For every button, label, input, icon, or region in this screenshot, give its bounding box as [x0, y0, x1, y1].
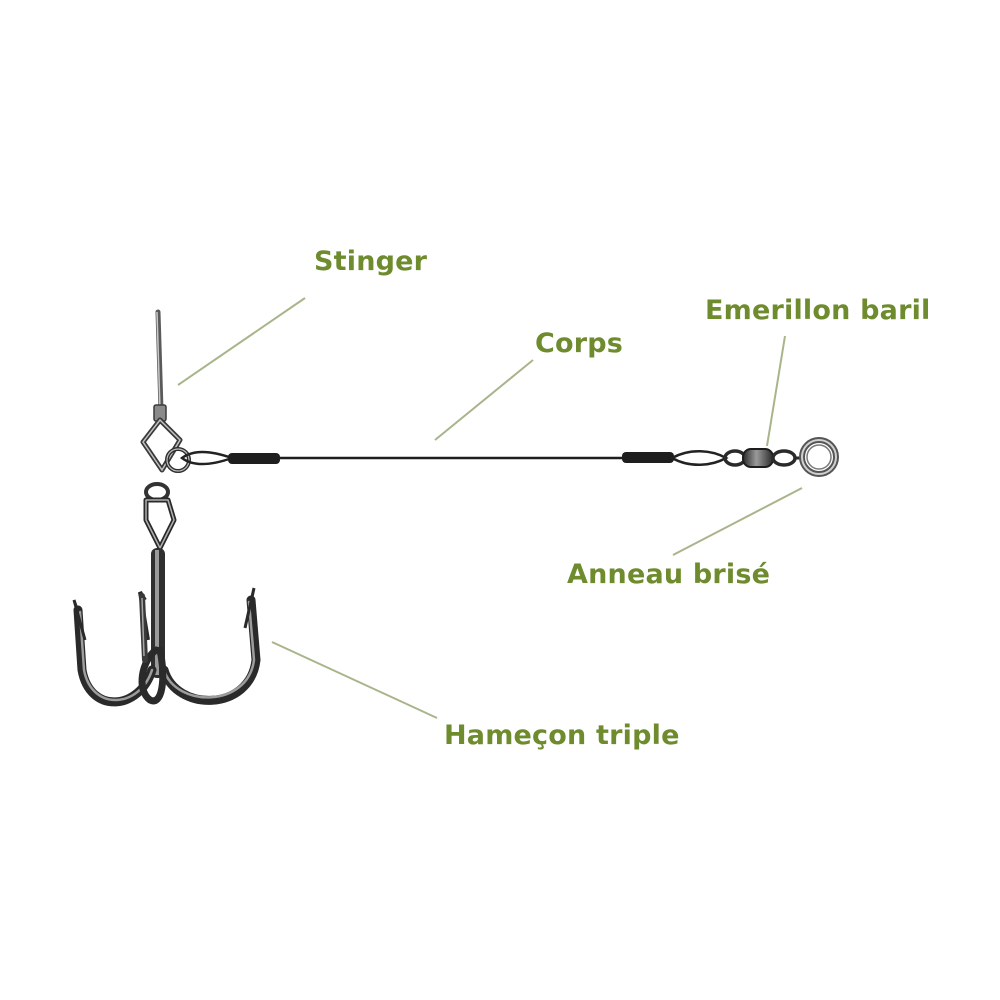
leader-line-hamecon-triple: [271, 641, 438, 719]
stinger-swivel: [140, 417, 191, 473]
treble-hook: [72, 482, 261, 707]
leader-lines: [177, 297, 803, 719]
leader-line-stinger: [177, 297, 306, 386]
label-anneau-brise: Anneau brisé: [567, 559, 771, 590]
label-emerillon-baril: Emerillon baril: [705, 295, 931, 326]
stinger-needle: [153, 309, 167, 422]
label-corps: Corps: [535, 328, 624, 359]
wire-body: [179, 450, 729, 466]
label-stinger: Stinger: [314, 246, 428, 277]
leader-line-corps: [434, 359, 534, 441]
leader-line-anneau-brise: [672, 487, 803, 556]
barrel-swivel: [723, 448, 803, 468]
leader-line-emerillon-baril: [766, 335, 786, 447]
split-ring: [799, 437, 839, 477]
label-hamecon-triple: Hameçon triple: [444, 720, 680, 751]
